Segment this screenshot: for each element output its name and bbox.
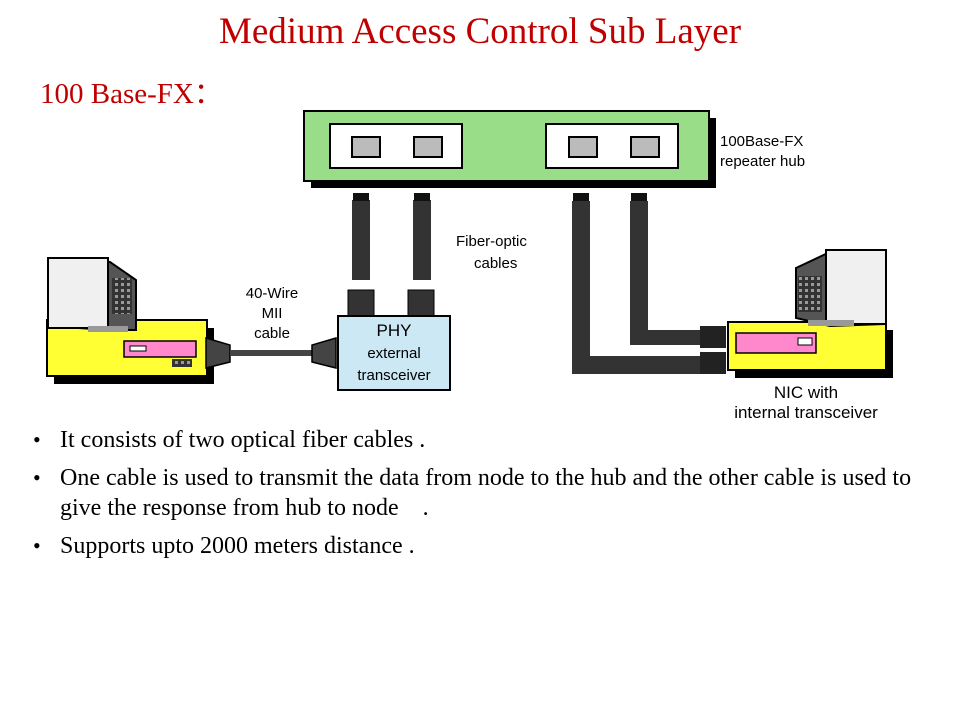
network-diagram: 100Base-FX repeater hub PHY external tra…	[46, 110, 893, 420]
hub-label-line2: repeater hub	[720, 153, 805, 170]
bullet-dot-icon: •	[33, 427, 41, 452]
phy-label-line1: PHY	[377, 321, 412, 340]
bullet-text: It consists of two optical fiber cables …	[60, 427, 426, 453]
mii-label-line1: 40-Wire	[246, 285, 299, 302]
bullet-item: • It consists of two optical fiber cables…	[33, 425, 920, 455]
slide-title: Medium Access Control Sub Layer	[218, 11, 742, 52]
bullet-text: One cable is used to transmit the data f…	[60, 465, 912, 521]
hub-label-line1: 100Base-FX	[720, 133, 803, 150]
bullet-dot-icon: •	[33, 465, 41, 490]
fiber-cables-left	[347, 193, 435, 317]
mii-label-line2: MII	[262, 305, 283, 322]
fiber-label-line2: cables	[474, 255, 517, 272]
phy-transceiver	[337, 315, 451, 391]
bullet-text: Supports upto 2000 meters distance .	[60, 533, 415, 559]
fiber-cables-right	[572, 193, 726, 374]
mii-cable	[205, 337, 337, 369]
bullet-list: • It consists of two optical fiber cables…	[33, 425, 920, 569]
fiber-label-line1: Fiber-optic	[456, 233, 527, 250]
mii-label-line3: cable	[254, 325, 290, 342]
nic-label-line2: internal transceiver	[734, 403, 878, 420]
repeater-hub	[303, 110, 716, 188]
left-computer	[46, 257, 214, 384]
phy-label-line3: transceiver	[357, 367, 430, 384]
bullet-item: • One cable is used to transmit the data …	[33, 463, 920, 523]
phy-label-line2: external	[367, 345, 420, 362]
nic-label-line1: NIC with	[774, 383, 838, 402]
bullet-item: • Supports upto 2000 meters distance .	[33, 531, 920, 561]
slide-subtitle: 100 Base-FX：	[40, 78, 223, 110]
bullet-dot-icon: •	[33, 533, 41, 558]
right-computer	[727, 249, 893, 378]
